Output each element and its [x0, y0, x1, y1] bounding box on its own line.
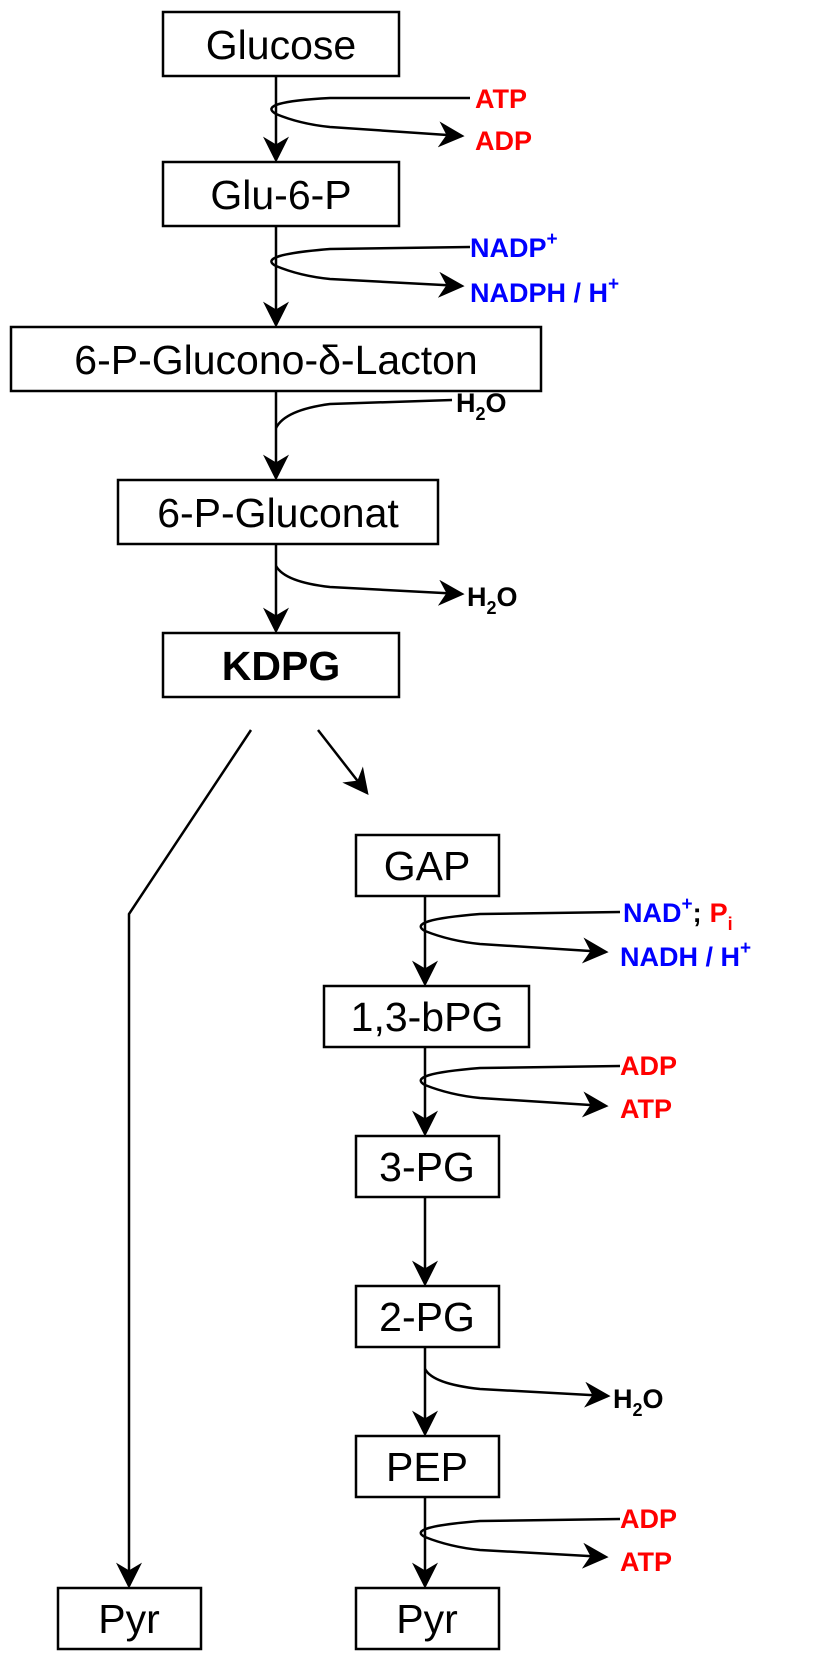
box-2-pg: 2-PG: [354, 1284, 501, 1349]
box-glucose: Glucose: [161, 10, 401, 78]
label-1-3-bpg: 1,3-bPG: [351, 994, 504, 1040]
cofactor-nadph-h: NADPH / H+: [470, 274, 619, 308]
box-glu-6-p: Glu-6-P: [161, 160, 401, 228]
cofactor-atp-3: ATP: [620, 1547, 672, 1577]
cofactor-nad-pi: NAD+;Pi: [623, 894, 733, 934]
cofactor-atp-1: ATP: [475, 84, 527, 114]
side-arrow-nadp-nadph: [270, 245, 471, 298]
box-pyr-right: Pyr: [354, 1586, 501, 1651]
cofactor-atp-2: ATP: [620, 1094, 672, 1124]
cofactor-h2o-1: H2O: [456, 388, 507, 424]
side-arrow-h2o-out: [274, 565, 465, 606]
cofactor-nadp-plus: NADP+: [470, 229, 558, 263]
arrow-kdpg-to-gap: [317, 729, 369, 796]
cofactor-h2o-3: H2O: [613, 1384, 664, 1420]
cofactor-adp-3: ADP: [620, 1504, 677, 1534]
side-arrow-h2o-in: [274, 398, 453, 429]
label-glu-6-p: Glu-6-P: [210, 172, 351, 218]
label-3-pg: 3-PG: [379, 1144, 475, 1190]
cofactor-adp-2: ADP: [620, 1051, 677, 1081]
box-pep: PEP: [354, 1434, 501, 1499]
box-gap: GAP: [354, 833, 501, 898]
cofactor-h2o-2: H2O: [467, 582, 518, 618]
side-arrow-nad-nadh: [419, 910, 621, 964]
side-arrow-atp-adp: [270, 96, 470, 148]
label-lacton: 6-P-Glucono-δ-Lacton: [74, 337, 477, 383]
box-lacton: 6-P-Glucono-δ-Lacton: [9, 325, 543, 393]
side-arrow-adp-atp-1: [419, 1064, 621, 1118]
arrow-kdpg-to-pyr: [116, 729, 253, 1589]
label-pyr-left: Pyr: [98, 1596, 160, 1642]
label-2-pg: 2-PG: [379, 1294, 475, 1340]
label-gap: GAP: [384, 843, 471, 889]
label-pep: PEP: [386, 1444, 468, 1490]
box-pyr-left: Pyr: [56, 1586, 203, 1651]
box-kdpg: KDPG: [161, 631, 401, 699]
side-arrow-h2o-out-2: [423, 1368, 611, 1408]
cofactor-adp-1: ADP: [475, 126, 532, 156]
label-glucose: Glucose: [206, 22, 356, 68]
label-pyr-right: Pyr: [396, 1596, 458, 1642]
side-arrow-adp-atp-2: [419, 1517, 621, 1569]
label-kdpg: KDPG: [222, 643, 340, 689]
box-3-pg: 3-PG: [354, 1134, 501, 1199]
label-gluconat: 6-P-Gluconat: [157, 490, 399, 536]
cofactor-nadh-h: NADH / H+: [620, 938, 751, 972]
box-gluconat: 6-P-Gluconat: [116, 478, 440, 546]
box-1-3-bpg: 1,3-bPG: [322, 984, 531, 1049]
